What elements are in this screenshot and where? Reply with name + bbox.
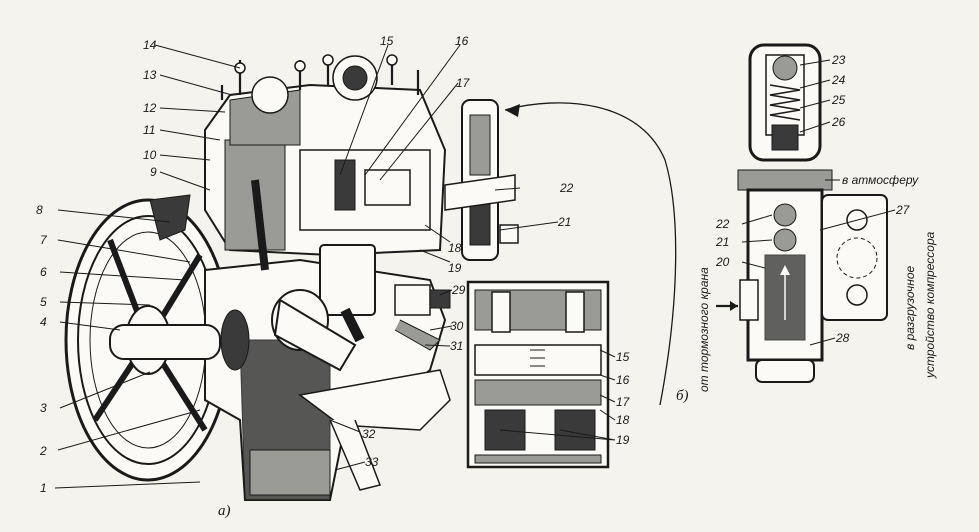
cylinder-block bbox=[204, 54, 447, 257]
label-12: 12 bbox=[143, 101, 157, 115]
label-7: 7 bbox=[40, 233, 48, 247]
label-15: 15 bbox=[380, 34, 394, 48]
label-30: 30 bbox=[450, 319, 464, 333]
inset-label-17: 17 bbox=[616, 395, 631, 409]
label-14: 14 bbox=[143, 38, 157, 52]
label-11: 11 bbox=[143, 123, 155, 137]
label-to-unloader-2: устройство компрессора bbox=[923, 231, 937, 379]
callout-arrow bbox=[504, 102, 677, 406]
label-13: 13 bbox=[143, 68, 157, 82]
caption-a: а) bbox=[218, 503, 231, 519]
caption-b: б) bbox=[676, 388, 689, 404]
label-9: 9 bbox=[150, 165, 157, 179]
label-1: 1 bbox=[40, 481, 47, 495]
leader-lines-b bbox=[741, 59, 896, 346]
regulator-section bbox=[716, 43, 888, 383]
labels-diagram-b: 23 24 25 26 27 22 21 20 28 в атмосферу о… bbox=[676, 53, 937, 404]
label-21-b: 21 bbox=[715, 235, 729, 249]
compressor-drawing: 1 2 3 4 5 6 7 8 9 10 11 12 13 14 15 16 1… bbox=[36, 34, 631, 519]
label-16: 16 bbox=[455, 34, 469, 48]
inset-label-15: 15 bbox=[616, 350, 630, 364]
valve-section-inset bbox=[466, 280, 610, 469]
label-2: 2 bbox=[39, 444, 47, 458]
label-19: 19 bbox=[448, 261, 462, 275]
label-20: 20 bbox=[715, 255, 730, 269]
bracket bbox=[149, 194, 191, 241]
crankcase bbox=[204, 258, 451, 501]
label-18: 18 bbox=[448, 241, 462, 255]
label-10: 10 bbox=[143, 148, 157, 162]
label-to-unloader-1: в разгрузочное bbox=[903, 265, 917, 350]
label-28: 28 bbox=[835, 331, 850, 345]
label-23: 23 bbox=[831, 53, 846, 67]
label-31: 31 bbox=[450, 339, 463, 353]
label-5: 5 bbox=[40, 295, 47, 309]
labels-diagram-a: 1 2 3 4 5 6 7 8 9 10 11 12 13 14 15 16 1… bbox=[36, 34, 631, 519]
label-22: 22 bbox=[559, 181, 574, 195]
inset-label-18: 18 bbox=[616, 413, 630, 427]
regulator-small bbox=[444, 99, 519, 261]
inset-label-19: 19 bbox=[616, 433, 630, 447]
side-valve bbox=[394, 284, 451, 351]
label-27: 27 bbox=[895, 203, 911, 217]
label-22-b: 22 bbox=[715, 217, 730, 231]
label-8: 8 bbox=[36, 203, 43, 217]
label-29: 29 bbox=[451, 283, 466, 297]
crankshaft bbox=[109, 289, 357, 372]
leader-lines bbox=[54, 44, 616, 489]
label-6: 6 bbox=[40, 265, 47, 279]
label-from-brake-valve: от тормозного крана bbox=[697, 267, 711, 392]
label-33: 33 bbox=[365, 455, 379, 469]
label-3: 3 bbox=[40, 401, 47, 415]
label-to-atmosphere: в атмосферу bbox=[842, 173, 919, 187]
label-17: 17 bbox=[456, 76, 471, 90]
label-4: 4 bbox=[40, 315, 47, 329]
label-21: 21 bbox=[557, 215, 571, 229]
label-26: 26 bbox=[831, 115, 846, 129]
label-25: 25 bbox=[831, 93, 846, 107]
label-32: 32 bbox=[362, 427, 376, 441]
piston-rod bbox=[251, 179, 376, 343]
inset-label-16: 16 bbox=[616, 373, 630, 387]
label-24: 24 bbox=[831, 73, 846, 87]
